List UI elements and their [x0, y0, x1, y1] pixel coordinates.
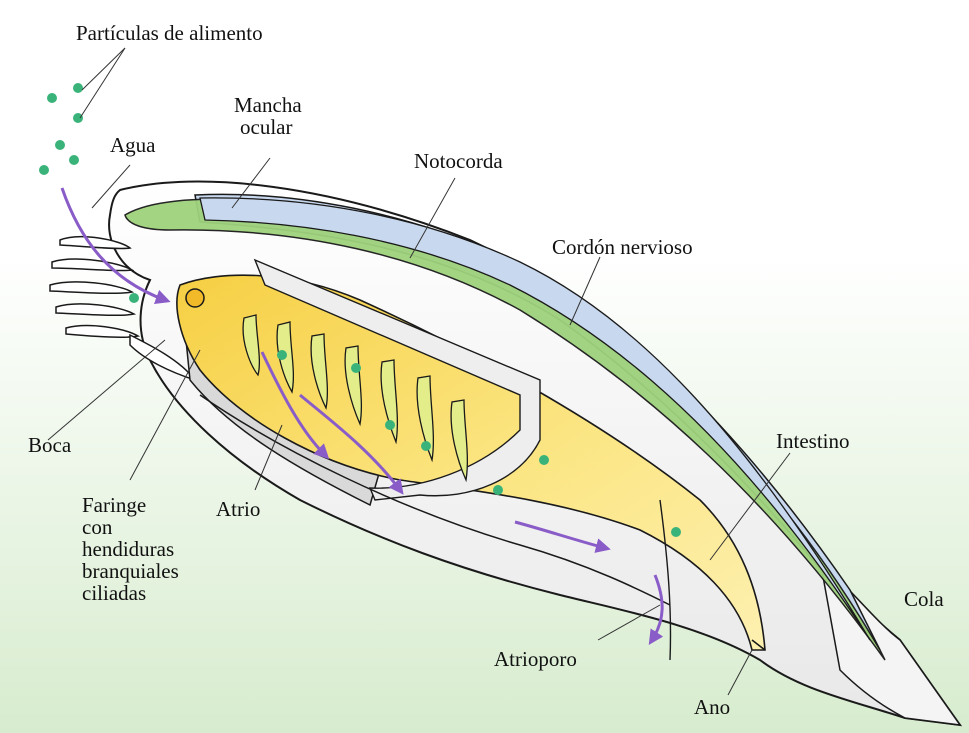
label-notochord: Notocorda — [414, 150, 503, 172]
label-pharynx-line5: ciliadas — [82, 582, 179, 604]
label-nerve-cord: Cordón nervioso — [552, 236, 693, 258]
eye-spot-mark — [186, 289, 204, 307]
label-food-particles: Partículas de alimento — [76, 22, 263, 44]
label-mouth: Boca — [28, 434, 71, 456]
label-tail: Cola — [904, 588, 944, 610]
label-water: Agua — [110, 134, 156, 156]
label-anus: Ano — [694, 696, 730, 718]
label-eye-spot-line1: Mancha — [234, 94, 302, 116]
label-intestine: Intestino — [776, 430, 850, 452]
label-eye-spot: Mancha ocular — [234, 94, 302, 138]
label-pharynx-line4: branquiales — [82, 560, 179, 582]
label-eye-spot-line2: ocular — [234, 116, 302, 138]
label-atrium: Atrio — [216, 498, 260, 520]
label-pharynx-line3: hendiduras — [82, 538, 179, 560]
label-pharynx-line2: con — [82, 516, 179, 538]
label-pharynx-line1: Faringe — [82, 494, 179, 516]
label-pharynx: Faringe con hendiduras branquiales cilia… — [82, 494, 179, 604]
label-atriopore: Atrioporo — [494, 648, 577, 670]
